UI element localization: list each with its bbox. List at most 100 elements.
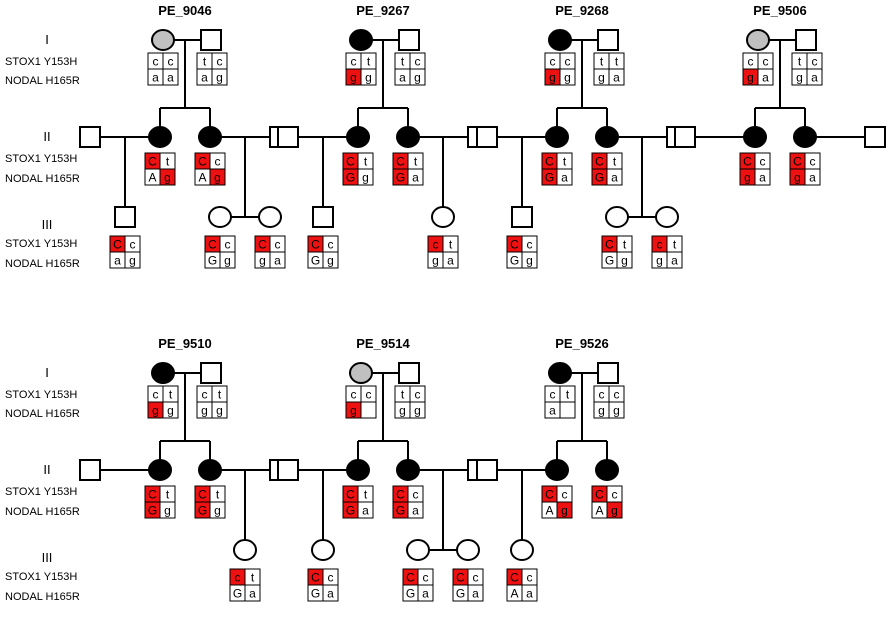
gen3-daughter-symbol — [510, 539, 534, 561]
allele-label: t — [166, 155, 170, 169]
allele-label: A — [148, 171, 156, 185]
allele-label: C — [346, 155, 355, 169]
allele-label: c — [351, 55, 357, 69]
gen3-daughter-symbol — [233, 539, 257, 561]
allele-label: G — [396, 171, 405, 185]
genotype-cell — [616, 251, 633, 269]
allele-label: g — [327, 254, 334, 268]
genotype-cell — [219, 251, 236, 269]
marker-label-stox1: STOX1 Y153H — [5, 238, 77, 250]
allele-label: t — [364, 488, 368, 502]
gen3-daughter-symbol — [605, 206, 629, 228]
gen3-daughter-symbol — [655, 206, 679, 228]
allele-label: C — [148, 155, 157, 169]
gen3-daughter-symbol — [208, 206, 232, 228]
allele-label: g — [564, 71, 571, 85]
mother-symbol — [151, 362, 175, 384]
allele-label: c — [763, 55, 769, 69]
allele-label: C — [198, 488, 207, 502]
allele-label: a — [274, 254, 281, 268]
allele-label: g — [350, 404, 357, 418]
allele-label: G — [595, 171, 604, 185]
allele-label: C — [456, 571, 465, 585]
gen2-daughter-symbol — [198, 459, 222, 481]
allele-label: g — [164, 504, 171, 518]
genotype-cell — [608, 68, 625, 86]
marker-label-nodal: NODAL H165R — [5, 591, 80, 603]
allele-label: g — [598, 404, 605, 418]
allele-label: g — [414, 404, 421, 418]
generation-label: I — [45, 32, 49, 47]
genotype-cell — [559, 401, 576, 419]
gen3-daughter-symbol — [311, 539, 335, 561]
allele-label: t — [367, 55, 371, 69]
allele-label: c — [550, 388, 556, 402]
allele-label: a — [167, 71, 174, 85]
allele-label: g — [350, 71, 357, 85]
allele-label: C — [510, 238, 519, 252]
gen3-daughter-symbol — [406, 539, 430, 561]
genotype-cell — [211, 401, 228, 419]
marker-label-stox1: STOX1 Y153H — [5, 56, 77, 68]
genotype-cell — [409, 401, 426, 419]
gen3-son-symbol — [511, 206, 533, 228]
allele-label: c — [473, 571, 479, 585]
allele-label: g — [365, 71, 372, 85]
allele-label: G — [208, 254, 217, 268]
allele-label: G — [396, 504, 405, 518]
gen3-daughter-symbol — [456, 539, 480, 561]
allele-label: c — [235, 571, 241, 585]
allele-label: c — [423, 571, 429, 585]
gen3-son-symbol — [114, 206, 136, 228]
allele-label: t — [203, 55, 207, 69]
allele-label: G — [311, 254, 320, 268]
allele-label: a — [549, 404, 556, 418]
gen3-daughter-symbol — [258, 206, 282, 228]
genotype-cell — [806, 68, 823, 86]
allele-label: c — [614, 388, 620, 402]
marker-label-nodal: NODAL H165R — [5, 408, 80, 420]
allele-label: a — [671, 254, 678, 268]
allele-label: a — [472, 587, 479, 601]
allele-label: t — [364, 155, 368, 169]
genotype-cell — [407, 501, 424, 519]
allele-label: C — [743, 155, 752, 169]
allele-label: g — [214, 171, 221, 185]
genotype-cell — [159, 168, 176, 186]
allele-label: c — [433, 238, 439, 252]
genotype-cell — [407, 168, 424, 186]
mother-symbol — [548, 362, 572, 384]
allele-label: C — [605, 238, 614, 252]
allele-label: C — [406, 571, 415, 585]
allele-label: C — [396, 155, 405, 169]
genotype-cell — [556, 501, 573, 519]
allele-label: A — [595, 504, 603, 518]
generation-label: I — [45, 365, 49, 380]
allele-label: c — [351, 388, 357, 402]
allele-label: C — [148, 488, 157, 502]
allele-label: c — [153, 388, 159, 402]
genotype-cell — [124, 251, 141, 269]
father-symbol — [597, 362, 619, 384]
gen2-spouse-symbol — [476, 459, 498, 481]
gen2-daughter-symbol — [793, 126, 817, 148]
allele-label: c — [366, 388, 372, 402]
genotype-cell — [442, 251, 459, 269]
marker-label-stox1: STOX1 Y153H — [5, 153, 77, 165]
gen2-spouse-symbol — [79, 126, 101, 148]
gen2-daughter-symbol — [545, 459, 569, 481]
family-title: PE_9514 — [356, 336, 410, 351]
allele-label: g — [549, 71, 556, 85]
gen2-spouse-symbol — [864, 126, 886, 148]
allele-label: g — [214, 504, 221, 518]
